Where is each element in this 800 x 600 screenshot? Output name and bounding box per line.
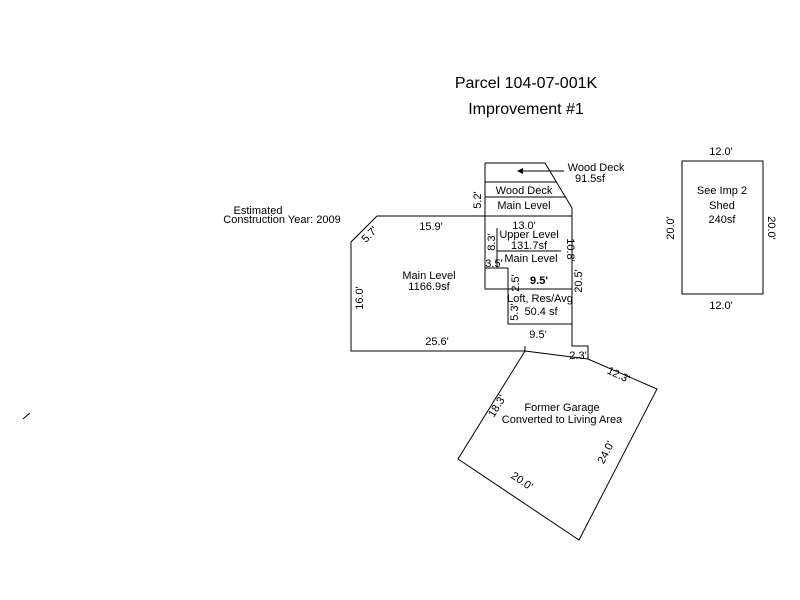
dim-loft-top: 9.5'	[530, 275, 548, 287]
shed-label-line3: 240sf	[709, 214, 737, 226]
wood-deck-label: Wood Deck	[568, 162, 625, 174]
dim-loft-top-left: 2.5'	[510, 274, 522, 291]
dim-upper-left: 8.3'	[486, 233, 498, 250]
dim-shed-top: 12.0'	[709, 146, 733, 158]
wood-deck-outline	[484, 162, 573, 216]
wood-deck-size: 91.5sf	[575, 173, 606, 185]
dim-shed-bottom: 12.0'	[709, 300, 733, 312]
dim-small-left: 3.5'	[485, 258, 502, 270]
dim-shed-right: 20.0'	[765, 216, 777, 240]
dim-main-diag: 5.7'	[359, 224, 380, 245]
improvement-title: Improvement #1	[468, 101, 584, 118]
dim-garage-bottom: 20.0'	[509, 470, 535, 493]
year-note-line2: Construction Year: 2009	[223, 214, 340, 226]
dim-main-bottom: 25.6'	[425, 336, 449, 348]
dim-garage-right: 24.0'	[596, 439, 617, 465]
main-level-small-label: Main Level	[497, 200, 550, 212]
main-level-size: 1166.9sf	[408, 281, 450, 293]
loft-size: 50.4 sf	[524, 306, 558, 318]
shed-outline	[681, 160, 764, 295]
upper-level-label: Upper Level	[499, 229, 558, 241]
dim-main-left: 16.0'	[354, 286, 366, 310]
main-right-edge	[571, 324, 589, 359]
dim-garage-step: 2.3'	[569, 350, 586, 362]
dim-main-top: 15.9'	[419, 221, 443, 233]
stray-mark	[22, 412, 31, 420]
upper-level-size: 131.7sf	[511, 240, 548, 252]
year-note-line1: Estimated	[234, 205, 283, 217]
dim-garage-top-right: 12.3'	[605, 365, 631, 386]
former-garage-outline	[457, 350, 658, 541]
main-level-label: Main Level	[402, 270, 455, 282]
shed-label-line1: See Imp 2	[697, 185, 747, 197]
deck-pointer-arrowhead	[517, 168, 523, 174]
dim-loft-bottom: 9.5'	[529, 329, 546, 341]
dim-shed-left: 20.0'	[665, 216, 677, 240]
dim-loft-left: 5.3'	[509, 303, 521, 320]
upper-main-level-label: Main Level	[504, 253, 557, 265]
dim-main-right: 20.5'	[573, 269, 585, 293]
wood-deck-inner-label: Wood Deck	[496, 185, 553, 197]
loft-label: Loft, Res/Avg	[507, 293, 573, 305]
parcel-title: Parcel 104-07-001K	[455, 75, 598, 92]
garage-label-line1: Former Garage	[524, 402, 599, 414]
shed-label-line2: Shed	[709, 200, 735, 212]
dim-upper-right: 10.8'	[564, 238, 576, 262]
dim-deck-side: 5.2'	[472, 191, 484, 208]
dim-upper-top: 13.0'	[512, 220, 536, 232]
garage-label-line2: Converted to Living Area	[502, 414, 623, 426]
